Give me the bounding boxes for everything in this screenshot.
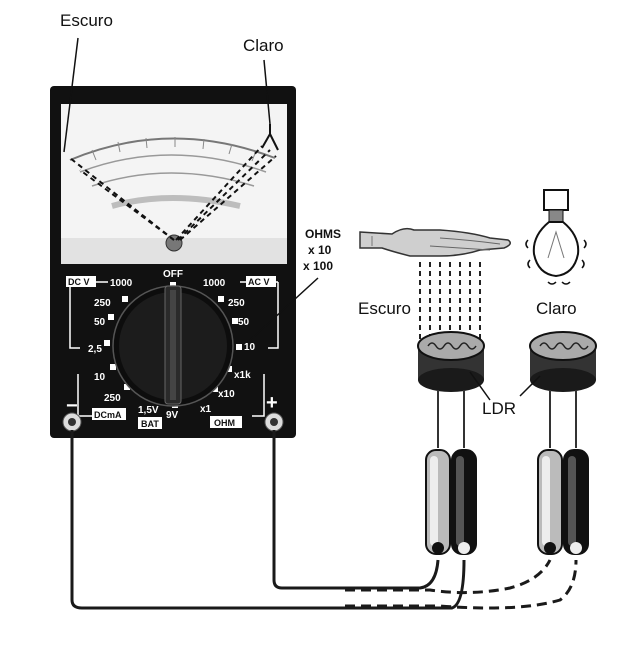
scale-arc-3 (91, 172, 255, 187)
x1-label: x1 (200, 404, 212, 415)
clip-claro-right[interactable] (563, 449, 589, 555)
clip-escuro-right[interactable] (451, 449, 477, 555)
claro-pointer (263, 59, 271, 125)
dcv-250-label: 250 (94, 298, 111, 309)
ohms-pointer (247, 277, 319, 343)
lamp-icon (525, 189, 587, 285)
acv-badge (246, 276, 276, 287)
hand-icon (359, 227, 511, 257)
acv-1000-label: 1000 (203, 278, 226, 289)
ldr-pointer-1 (469, 371, 491, 401)
minus-label: − (66, 395, 78, 417)
acv-label: AC V (248, 277, 270, 287)
bat-9v-label: 9V (166, 410, 179, 421)
shade-dashes (419, 262, 481, 340)
needle-claro (175, 145, 277, 241)
escuro-top-label: Escuro (60, 11, 113, 30)
ldr-escuro (417, 331, 485, 448)
dial-off-label: OFF (163, 269, 183, 280)
ldr-label: LDR (482, 399, 516, 418)
plus-label: + (266, 392, 278, 414)
bat-label: BAT (141, 419, 159, 429)
escuro-pointer (63, 37, 79, 153)
ohms-label-line1: OHMS (305, 227, 341, 241)
rotary-knob-icon[interactable] (112, 285, 234, 407)
ohms-label-line2: x 10 (308, 243, 332, 257)
needle-tip (261, 124, 279, 151)
dcma-label: DCmA (94, 410, 122, 420)
ldr-pointer-2 (519, 375, 541, 397)
ohm-label: OHM (214, 418, 235, 428)
clip-claro-left[interactable] (537, 449, 563, 555)
claro-ldr-label: Claro (536, 299, 577, 318)
scale-band (111, 195, 241, 209)
dcv-label: DC V (68, 277, 90, 287)
ma-250-label: 250 (104, 393, 121, 404)
dcv-1000-label: 1000 (110, 278, 133, 289)
escuro-ldr-label: Escuro (358, 299, 411, 318)
ohms-label-line3: x 100 (303, 259, 333, 273)
dcma-badge (92, 408, 126, 420)
dcv-50-label: 50 (94, 317, 106, 328)
x1k-label: x1k (234, 370, 251, 381)
negative-terminal[interactable] (62, 412, 82, 432)
claro-top-label: Claro (243, 36, 284, 55)
dcv-badge (66, 276, 96, 287)
wires-dashed (345, 559, 578, 610)
needle-escuro (69, 157, 175, 241)
dcv-25-label: 2,5 (88, 344, 102, 355)
scale-ticks (91, 137, 257, 162)
scale-arc-1 (69, 137, 276, 161)
acv-250-label: 250 (228, 298, 245, 309)
scale-arc-2 (79, 154, 267, 173)
multimeter: OFF DC V 1000 250 50 2,5 1000 AC V 250 5… (50, 86, 296, 438)
acv-10-label: 10 (244, 342, 256, 353)
ma-10-label: 10 (94, 372, 106, 383)
ohm-badge (210, 416, 242, 428)
wires-solid (70, 430, 466, 610)
bat-badge (138, 417, 162, 429)
bat-15-label: 1,5V (138, 405, 159, 416)
ldr-claro (529, 331, 597, 448)
positive-terminal[interactable] (264, 412, 284, 432)
clip-escuro-left[interactable] (425, 449, 451, 555)
acv-50-label: 50 (238, 317, 250, 328)
x10-label: x10 (218, 389, 235, 400)
